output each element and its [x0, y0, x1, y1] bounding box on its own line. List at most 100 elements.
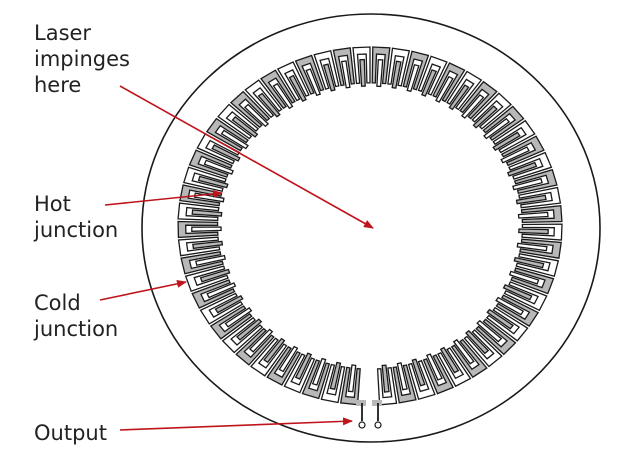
thermocouple-element [177, 236, 221, 257]
thermocouple-element [471, 92, 512, 130]
thermocouple-finger [406, 64, 420, 93]
thermocouple-element [244, 79, 283, 119]
thermocouple-finger [396, 362, 408, 391]
thermocouple-finger [272, 82, 294, 110]
cold-junction-arrow [99, 279, 187, 301]
thermocouple-element [432, 62, 466, 103]
thermocouple-finger [220, 129, 249, 150]
thermocouple-element [182, 166, 227, 192]
thermocouple-element [352, 46, 371, 85]
thermocouple-element [196, 133, 241, 165]
thermocouple-element [417, 55, 448, 96]
thermocouple-finger [500, 146, 530, 164]
label-laser-line2: impinges [34, 47, 130, 71]
thermocouple-element [450, 338, 488, 379]
thermocouple-finger [211, 144, 241, 162]
thermocouple-element [294, 54, 325, 95]
thermocouple-element [495, 294, 540, 327]
thermocouple-finger [340, 60, 351, 89]
label-cold-junction: Cold junction [34, 290, 118, 342]
thermocouple-finger [513, 256, 545, 269]
thermocouple-element [205, 117, 249, 152]
thermocouple-element [339, 366, 361, 406]
thermocouple-finger [421, 69, 438, 97]
output-arrow [119, 417, 353, 431]
thermocouple-finger [199, 268, 231, 283]
thermocouple-element [260, 69, 296, 110]
thermocouple-finger [506, 161, 538, 177]
thermocouple-finger [322, 63, 336, 92]
thermocouple-finger [476, 319, 503, 343]
thermocouple-finger [411, 358, 426, 387]
thermocouple-element [266, 346, 302, 386]
thermocouple-element [510, 267, 555, 295]
thermocouple-element [320, 363, 346, 404]
thermocouple-element [515, 253, 560, 277]
thermocouple-element [371, 46, 391, 85]
thermocouple-element [518, 186, 562, 209]
thermocouple-element [184, 265, 229, 293]
thermocouple-element [422, 354, 455, 395]
thermocouple-element [485, 306, 529, 342]
thermocouple-element [209, 305, 253, 340]
thermocouple-element [492, 119, 536, 154]
thermocouple-finger [263, 337, 286, 364]
thermocouple-finger [435, 75, 454, 103]
thermocouple-finger [359, 58, 366, 87]
thermocouple-finger [483, 117, 511, 140]
thermocouple-finger [460, 94, 485, 119]
thermocouple-finger [512, 177, 543, 191]
thermocouple-finger [191, 209, 223, 217]
thermocouple-element [387, 47, 411, 87]
thermocouple-element [521, 223, 563, 241]
label-cold-line1: Cold [34, 291, 81, 315]
thermocouple-element [446, 70, 483, 111]
thermocouple-element [177, 220, 219, 239]
thermocouple-finger [452, 338, 475, 365]
thermocouple-element [188, 149, 233, 178]
thermocouple-finger [329, 361, 342, 390]
thermocouple-finger [347, 364, 357, 393]
sensor-outer-circle [141, 13, 601, 443]
thermocouple-finger [465, 329, 490, 355]
hot-junction-arrow [104, 189, 223, 206]
thermocouple-finger [224, 307, 253, 328]
thermocouple-finger [203, 159, 234, 175]
label-laser-line1: Laser [34, 21, 92, 45]
thermocouple-element [376, 366, 398, 406]
thermocouple-element [217, 103, 260, 140]
laser-arrow [119, 85, 374, 229]
thermocouple-ring [177, 46, 563, 406]
label-laser: Laser impinges here [34, 20, 130, 98]
thermocouple-element [475, 318, 517, 356]
thermocouple-element [520, 204, 563, 224]
thermocouple-finger [243, 103, 270, 128]
thermocouple-finger [376, 59, 384, 88]
thermocouple-finger [492, 131, 521, 152]
thermocouple-element [229, 90, 271, 129]
thermocouple-element [221, 316, 264, 354]
thermocouple-finger [195, 254, 226, 266]
label-hot-line1: Hot [34, 192, 71, 216]
thermocouple-finger [448, 84, 470, 111]
thermocouple-finger [197, 175, 229, 189]
thermocouple-finger [486, 308, 514, 330]
thermocouple-finger [495, 296, 525, 316]
thermocouple-finger [439, 346, 460, 374]
thermocouple-finger [516, 242, 548, 252]
thermocouple-finger [425, 353, 443, 381]
thermocouple-element [283, 353, 316, 394]
thermocouple-element [503, 281, 548, 312]
thermocouple-finger [231, 116, 259, 138]
thermocouple-finger [294, 352, 313, 380]
thermocouple-element [250, 337, 288, 377]
thermocouple-element [402, 50, 430, 91]
thermocouple-element [508, 151, 553, 180]
output-terminals [356, 400, 382, 429]
thermocouple-element [407, 359, 436, 401]
thermocouple-finger [517, 211, 549, 219]
thermocouple-finger [248, 328, 274, 353]
thermocouple-finger [206, 282, 237, 299]
thermocouple-element [392, 364, 417, 404]
